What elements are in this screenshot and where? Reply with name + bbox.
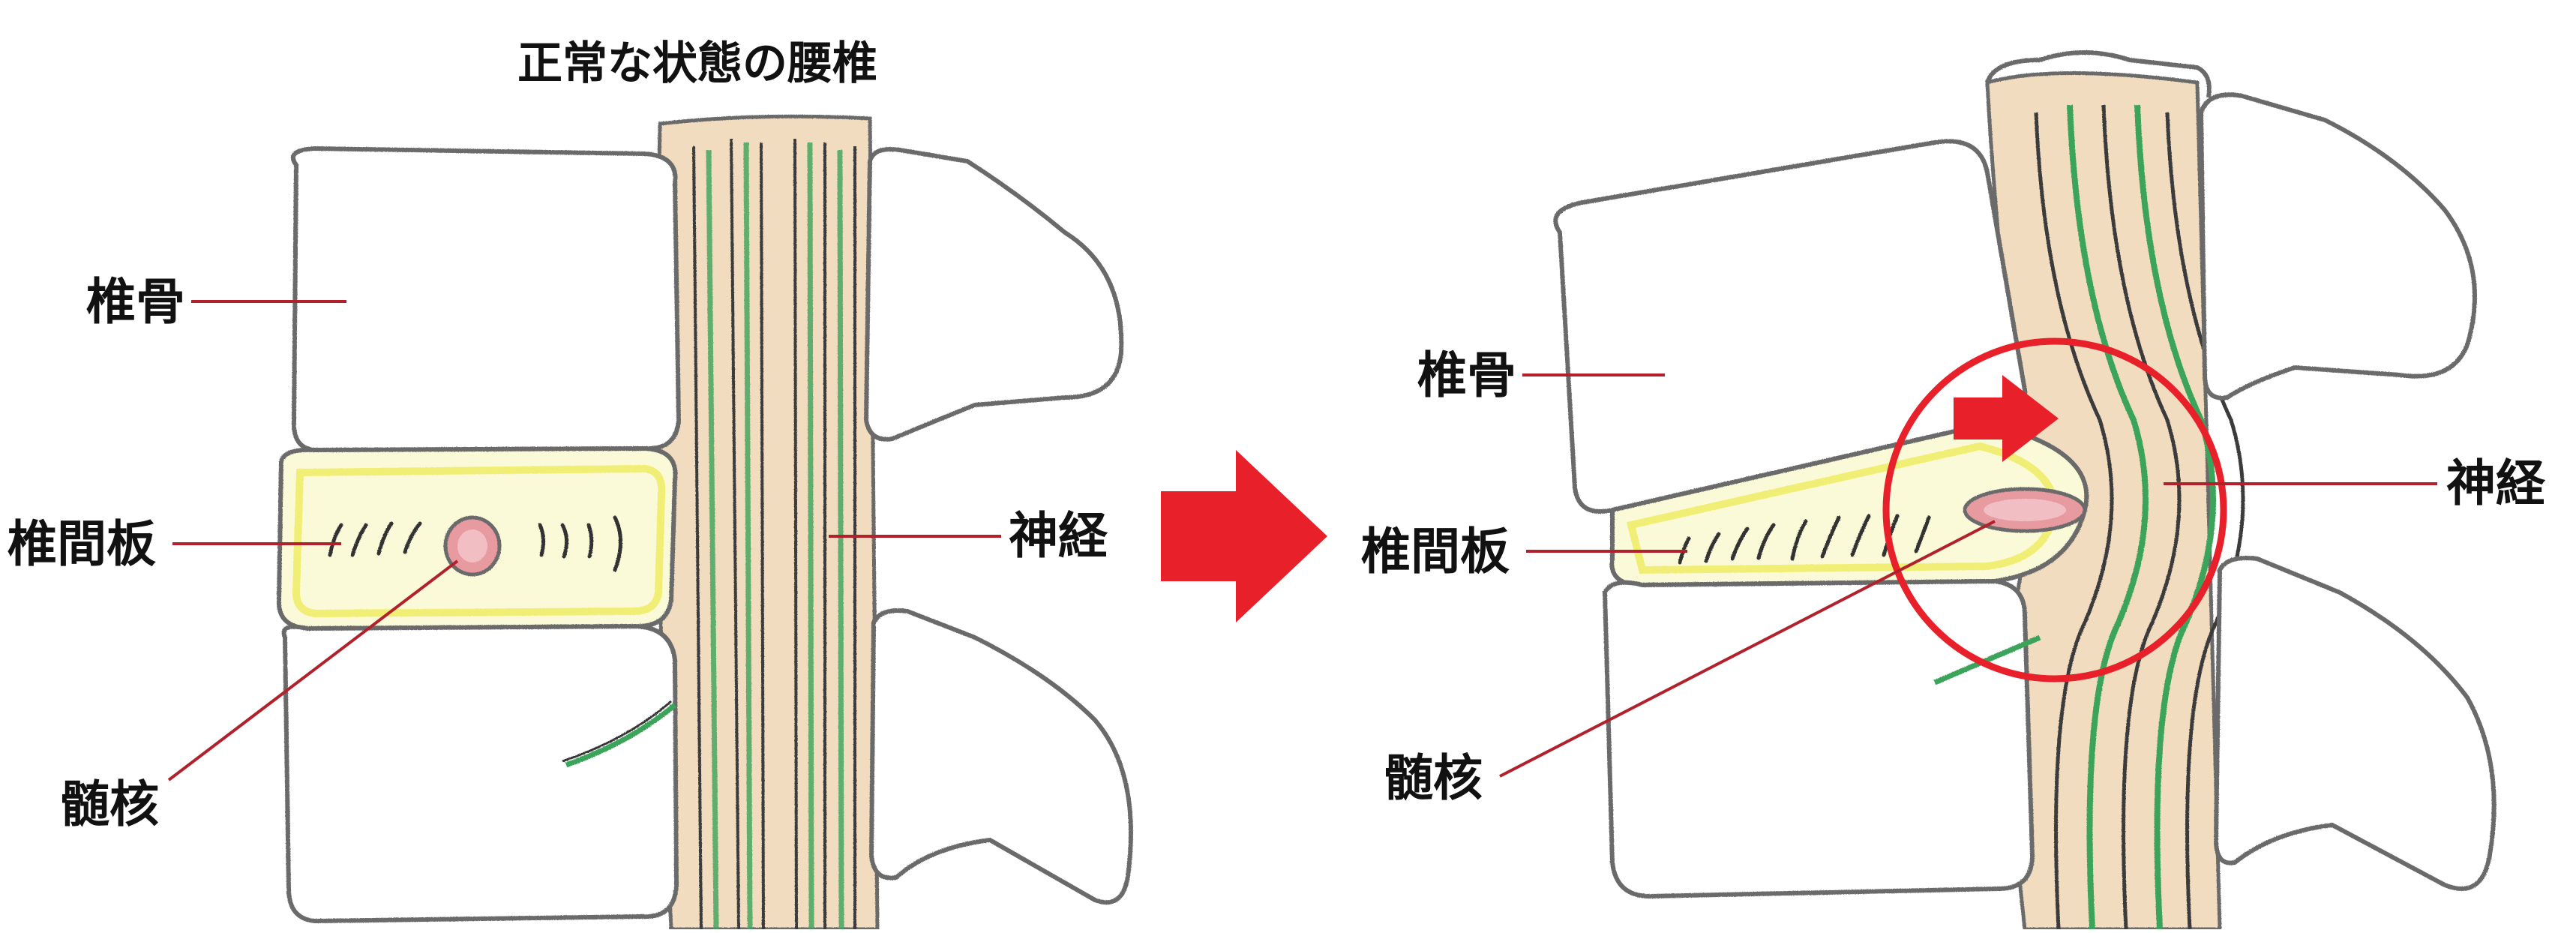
- label-right-nucleus: 髄核: [1384, 749, 1483, 807]
- label-right-disc: 椎間板: [1361, 523, 1510, 580]
- label-left-nucleus: 髄核: [60, 776, 159, 833]
- normal-disc-yellow-rim: [292, 464, 666, 618]
- normal-lower-process: [868, 608, 1133, 905]
- normal-lower-vertebra: [281, 623, 679, 924]
- label-right-nerve: 神経: [2446, 454, 2545, 512]
- herniated-lower-process: [2213, 556, 2497, 891]
- herniated-spine-drawing: [1553, 50, 2497, 932]
- normal-upper-process: [863, 147, 1124, 442]
- label-left-nerve: 神経: [1009, 507, 1108, 565]
- leader-right-nucleus: [1499, 520, 1996, 778]
- herniated-upper-vertebra: [1553, 139, 2028, 514]
- compression-arrow-icon: [1954, 375, 2059, 462]
- right-arrow-icon: [1161, 450, 1327, 622]
- leader-left-nucleus: [167, 560, 459, 782]
- herniated-nerve-fibers: [2034, 104, 2245, 930]
- herniated-leader-lines: [1499, 374, 2437, 778]
- herniated-lower-vertebra: [1602, 578, 2035, 899]
- normal-spine-drawing: [276, 114, 1133, 932]
- normal-leader-lines: [167, 300, 1001, 782]
- normal-disc-fibers: [328, 515, 622, 572]
- label-left-disc: 椎間板: [7, 515, 156, 573]
- herniated-top-cap: [1985, 50, 2212, 98]
- normal-nerve-root: [565, 703, 677, 768]
- normal-canal: [655, 114, 880, 932]
- compression-highlight-circle: [1882, 338, 2227, 682]
- label-left-vertebra: 椎骨: [86, 273, 185, 331]
- herniated-nerve-root: [1933, 634, 2041, 686]
- herniated-upper-process: [2198, 92, 2477, 400]
- label-right-vertebra: 椎骨: [1417, 346, 1516, 404]
- normal-nerve-green: [706, 142, 844, 930]
- diagram-title: 正常な状態の腰椎: [517, 38, 877, 90]
- normal-upper-vertebra: [290, 146, 682, 453]
